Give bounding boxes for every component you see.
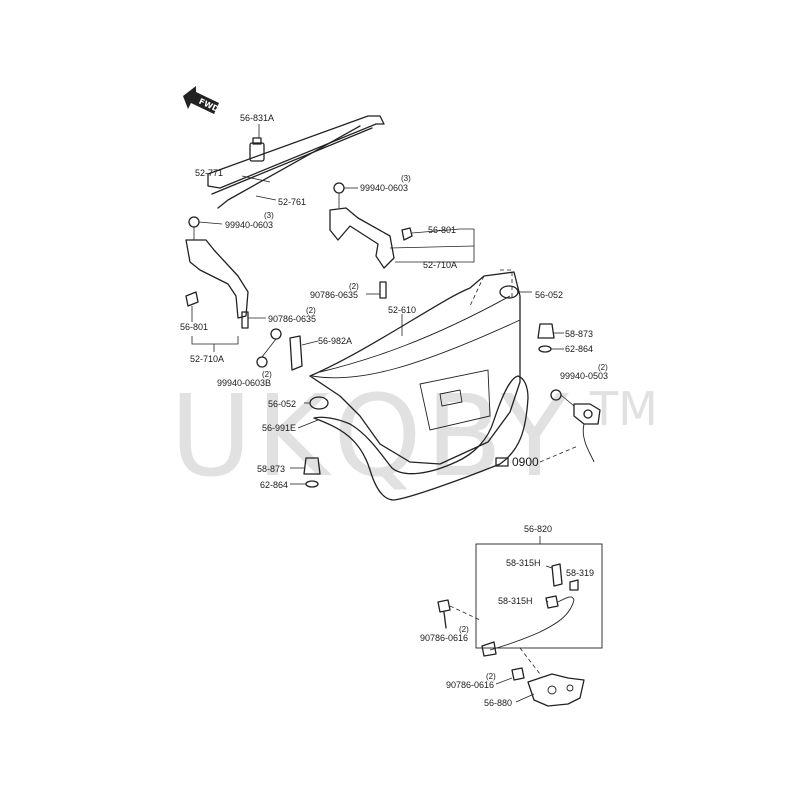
qty-99940-0603-left: (3) (264, 211, 274, 220)
qty-90786-0616-b: (2) (486, 672, 496, 681)
latch-cable-group (475, 536, 603, 657)
qty-90786-0616-a: (2) (459, 625, 469, 634)
label-56-880: 56-880 (484, 698, 512, 708)
clip-56-831a-icon (249, 124, 265, 162)
label-99940-0603-left: 99940-0603 (225, 220, 273, 230)
label-56-982a: 56-982A (318, 336, 352, 346)
label-99940-0503: 99940-0503 (560, 371, 608, 381)
right-hinge-icon (329, 182, 475, 299)
label-99940-0603-top: 99940-0603 (360, 183, 408, 193)
label-90786-0635-left: 90786-0635 (268, 314, 316, 324)
label-56-052-top: 56-052 (535, 290, 563, 300)
qty-99940-0503: (2) (598, 363, 608, 372)
label-52-771: 52-771 (195, 168, 223, 178)
label-90786-0635-top: 90786-0635 (310, 290, 358, 300)
label-56-801-left: 56-801 (180, 322, 208, 332)
label-56-801-right: 56-801 (428, 225, 456, 235)
qty-99940-0603-top: (3) (401, 174, 411, 183)
label-52-761: 52-761 (278, 197, 306, 207)
label-58-315h-a: 58-315H (506, 558, 541, 568)
qty-90786-0635-top: (2) (349, 282, 359, 291)
trunk-lid-icon (309, 269, 521, 465)
label-90786-0616-b: 90786-0616 (446, 680, 494, 690)
forward-arrow-icon: FWD (183, 86, 221, 114)
watermark-text: UKQBY (170, 372, 573, 502)
key-cylinder-icon (495, 389, 601, 467)
trunk-latch-icon (515, 647, 585, 707)
label-62-864-left: 62-864 (260, 480, 288, 490)
bumper-left-icon (290, 457, 321, 488)
weatherstrip-rods (207, 115, 385, 209)
label-52-610: 52-610 (388, 305, 416, 315)
label-56-052-left: 56-052 (268, 399, 296, 409)
watermark-trademark: TM (589, 382, 658, 436)
bolt-icon (437, 599, 525, 685)
bumper-right-icon (537, 323, 564, 353)
weatherstrip-56-991e-icon (313, 375, 529, 501)
label-56-820: 56-820 (524, 524, 552, 534)
label-58-319: 58-319 (566, 568, 594, 578)
label-58-873-left: 58-873 (257, 464, 285, 474)
qty-90786-0635-left: (2) (306, 306, 316, 315)
label-52-710a-right: 52-710A (423, 260, 457, 270)
label-0900: 0900 (512, 455, 539, 469)
label-99940-0603b: 99940-0603B (217, 378, 271, 388)
left-hinge-icon (185, 216, 319, 371)
label-56-991e: 56-991E (262, 423, 296, 433)
label-58-873-right: 58-873 (565, 329, 593, 339)
label-58-315h-b: 58-315H (498, 596, 533, 606)
label-52-710a-left: 52-710A (190, 354, 224, 364)
grommet-icon (304, 285, 532, 410)
qty-99940-0603b: (2) (262, 370, 272, 379)
label-56-831a: 56-831A (240, 113, 274, 123)
label-62-864-right: 62-864 (565, 344, 593, 354)
label-90786-0616-a: 90786-0616 (420, 633, 468, 643)
